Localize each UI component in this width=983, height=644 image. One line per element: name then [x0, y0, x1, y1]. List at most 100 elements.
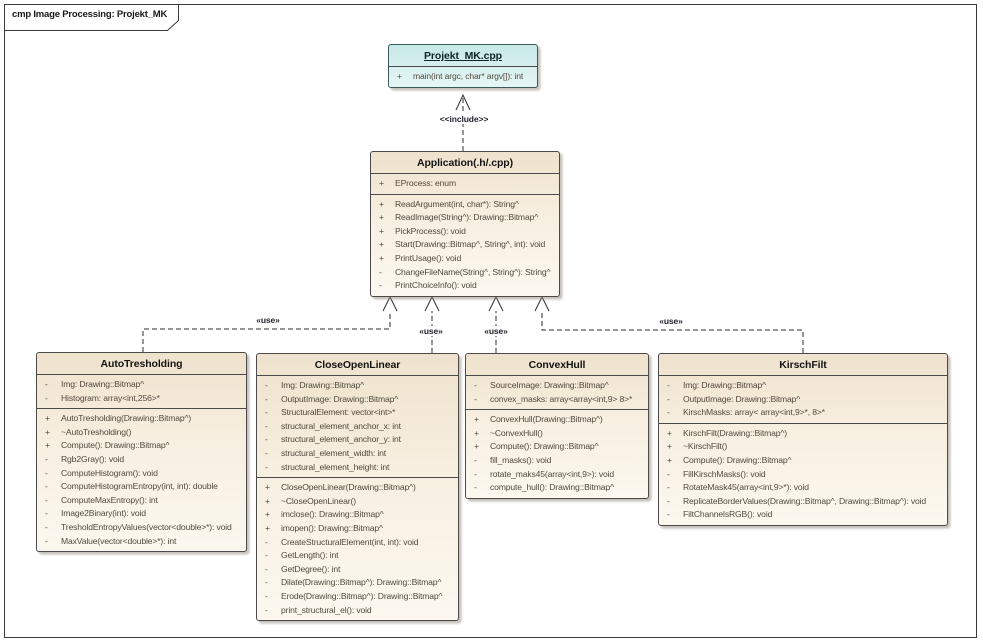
autotresholding-member-row: -ComputeMaxEntropy(): int [37, 494, 245, 508]
convexhull-member-row: -convex_masks: array<array<int,9> 8>* [466, 393, 647, 407]
convexhull-member-row: -fill_masks(): void [466, 454, 647, 468]
member-signature: RotateMask45(array<int,9>*): void [683, 482, 809, 493]
visibility-marker: + [379, 178, 384, 188]
member-signature: Compute(): Drawing::Bitmap^ [61, 440, 170, 451]
visibility-marker: + [265, 482, 270, 493]
visibility-marker: + [379, 225, 384, 236]
member-signature: ConvexHull(Drawing::Bitmap^) [490, 414, 603, 425]
closeopenlinear-member-row: - structural_element_width: int [257, 447, 457, 461]
visibility-marker: - [45, 535, 48, 546]
member-signature: ~KirschFilt() [683, 441, 728, 452]
member-signature: ComputeHistogramEntropy(int, int): doubl… [61, 481, 218, 492]
kirschfilt-member-row: - OutputImage: Drawing::Bitmap^ [659, 393, 946, 407]
kirschfilt-member-row: - FiltChannelsRGB(): void [659, 508, 946, 522]
member-signature: Compute(): Drawing::Bitmap^ [683, 454, 792, 465]
member-signature: TresholdEntropyValues(vector<double>*): … [61, 521, 232, 532]
visibility-marker: + [667, 427, 672, 438]
visibility-marker: - [474, 482, 477, 493]
include-stereotype-label: <<include>> [437, 114, 491, 124]
visibility-marker: - [265, 393, 268, 404]
member-signature: FiltChannelsRGB(): void [683, 509, 773, 520]
class-title: KirschFilt [779, 359, 827, 371]
member-signature: structural_element_width: int [281, 447, 387, 458]
member-signature: SourceImage: Drawing::Bitmap^ [490, 380, 609, 390]
member-signature: main(int argc, char* argv[]): int [413, 71, 524, 81]
member-signature: ChangeFileName(String^, String^): String… [395, 266, 551, 277]
use-stereotype-label: «use» [482, 326, 510, 336]
class-box-closeopenlinear[interactable]: CloseOpenLinear -Img: Drawing::Bitmap^-O… [256, 353, 459, 622]
class-box-kirschfilt[interactable]: KirschFilt -Img: Drawing::Bitmap^-Output… [658, 353, 948, 526]
class-title: CloseOpenLinear [314, 359, 401, 371]
visibility-marker: - [667, 393, 670, 404]
class-box-projekt-mk[interactable]: Projekt_MK.cpp +main(int argc, char* arg… [388, 44, 538, 88]
member-signature: imclose(): Drawing::Bitmap^ [281, 509, 384, 520]
kirschfilt-member-row: +KirschFilt(Drawing::Bitmap^) [659, 427, 946, 441]
member-signature: EProcess: enum [395, 178, 456, 188]
member-signature: Image2Binary(int): void [61, 508, 146, 519]
visibility-marker: - [265, 447, 268, 458]
application-member-row: +ReadImage(String^): Drawing::Bitmap^ [371, 211, 558, 225]
visibility-marker: + [667, 454, 672, 465]
visibility-marker: - [667, 407, 670, 418]
visibility-marker: - [667, 380, 670, 390]
closeopenlinear-methods-compartment: +CloseOpenLinear(Drawing::Bitmap^)+~Clos… [257, 477, 458, 620]
visibility-marker: + [379, 239, 384, 250]
class-box-convexhull[interactable]: ConvexHull -SourceImage: Drawing::Bitmap… [465, 353, 649, 499]
member-signature: ~AutoTresholding() [61, 426, 132, 437]
visibility-marker: + [379, 252, 384, 263]
visibility-marker: - [265, 577, 268, 588]
visibility-marker: - [45, 467, 48, 478]
closeopenlinear-member-row: -GetDegree(): int [257, 563, 457, 577]
visibility-marker: - [667, 468, 670, 479]
member-signature: Rgb2Gray(): void [61, 453, 125, 464]
member-signature: fill_masks(): void [490, 454, 552, 465]
member-signature: compute_hull(): Drawing::Bitmap^ [490, 482, 614, 493]
convexhull-member-row: +~ConvexHull() [466, 427, 647, 441]
member-signature: Start(Drawing::Bitmap^, String^, int): v… [395, 239, 546, 250]
convexhull-member-row: - SourceImage: Drawing::Bitmap^ [466, 379, 647, 393]
member-signature: ReplicateBorderValues(Drawing::Bitmap^, … [683, 495, 926, 506]
visibility-marker: - [45, 508, 48, 519]
closeopenlinear-member-row: -structural_element_anchor_x: int [257, 420, 457, 434]
kirschfilt-member-row: - FillKirschMasks(): void [659, 468, 946, 482]
autotresholding-member-row: +AutoTresholding(Drawing::Bitmap^) [37, 412, 245, 426]
visibility-marker: - [667, 509, 670, 520]
closeopenlinear-member-row: -Img: Drawing::Bitmap^ [257, 379, 457, 393]
use-stereotype-label: «use» [417, 326, 445, 336]
member-signature: ~CloseOpenLinear() [281, 495, 356, 506]
projekt-methods-compartment: +main(int argc, char* argv[]): int [389, 66, 537, 87]
member-signature: OutputImage: Drawing::Bitmap^ [281, 393, 399, 404]
closeopenlinear-member-row: -StructuralElement: vector<int>* [257, 406, 457, 420]
visibility-marker: + [265, 509, 270, 520]
closeopenlinear-member-row: -Erode(Drawing::Bitmap^): Drawing::Bitma… [257, 590, 457, 604]
member-signature: Compute(): Drawing::Bitmap^ [490, 441, 599, 452]
closeopenlinear-member-row: -CreateStructuralElement(int, int): void [257, 536, 457, 550]
class-box-application[interactable]: Application(.h/.cpp) + EProcess: enum +Rea… [370, 151, 560, 297]
class-box-autotresholding[interactable]: AutoTresholding -Img: Drawing::Bitmap^-H… [36, 352, 247, 553]
visibility-marker: + [45, 426, 50, 437]
closeopenlinear-member-row: -structural_element_height: int [257, 461, 457, 475]
visibility-marker: - [265, 550, 268, 561]
use-stereotype-label: «use» [657, 316, 685, 326]
member-signature: CreateStructuralElement(int, int): void [281, 536, 419, 547]
visibility-marker: + [667, 441, 672, 452]
member-signature: FillKirschMasks(): void [683, 468, 766, 479]
application-attributes-compartment: + EProcess: enum [371, 173, 559, 194]
member-signature: OutputImage: Drawing::Bitmap^ [683, 393, 801, 404]
closeopenlinear-member-row: -GetLength(): int [257, 549, 457, 563]
member-signature: Img: Drawing::Bitmap^ [683, 380, 767, 390]
autotresholding-member-row: -ComputeHistogramEntropy(int, int): doub… [37, 480, 245, 494]
visibility-marker: + [265, 495, 270, 506]
member-signature: imopen(): Drawing::Bitmap^ [281, 522, 383, 533]
class-title: Application(.h/.cpp) [417, 157, 513, 169]
visibility-marker: - [379, 266, 382, 277]
member-signature: Histogram: array<int,256>* [61, 392, 160, 403]
closeopenlinear-member-row: + imclose(): Drawing::Bitmap^ [257, 508, 457, 522]
closeopenlinear-member-row: -structural_element_anchor_y: int [257, 433, 457, 447]
visibility-marker: - [474, 380, 477, 390]
autotresholding-member-row: + ~AutoTresholding() [37, 426, 245, 440]
member-signature: MaxValue(vector<double>*): int [61, 535, 177, 546]
visibility-marker: + [45, 440, 50, 451]
kirschfilt-attributes-compartment: -Img: Drawing::Bitmap^-OutputImage: Draw… [659, 375, 947, 423]
